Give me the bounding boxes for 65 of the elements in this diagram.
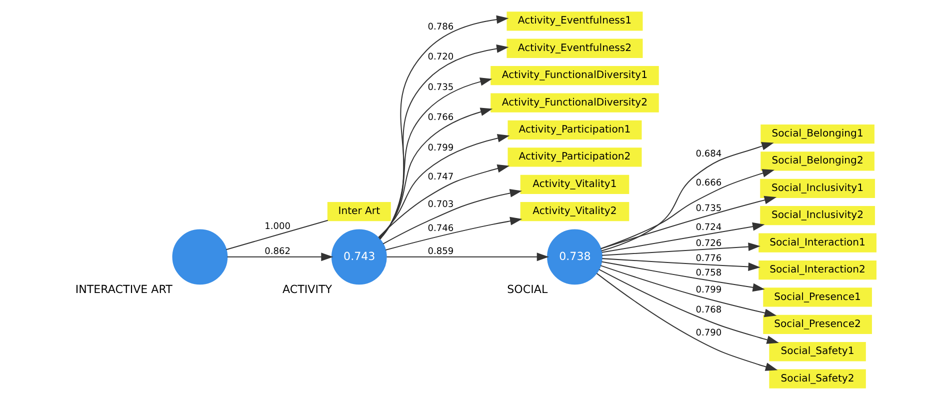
arrow <box>602 261 765 292</box>
node-box: Social_Presence1 <box>763 288 872 307</box>
arrow <box>602 222 765 253</box>
edge-label: 0.768 <box>696 306 722 316</box>
node-box: Activity_Vitality2 <box>520 202 630 222</box>
arrow <box>385 216 522 250</box>
arrow <box>382 188 522 244</box>
node-circle: 0.743 <box>331 229 387 285</box>
arrow <box>378 134 510 238</box>
edge-label: 0.799 <box>428 143 454 154</box>
node-label: INTERACTIVE ART <box>75 282 172 296</box>
edge-label: 0.786 <box>428 22 454 32</box>
edge-label: 0.790 <box>696 328 722 339</box>
edge-label: 0.735 <box>428 82 454 93</box>
node-box: Social_Safety2 <box>769 369 866 388</box>
node-box: Social_Belonging1 <box>760 124 874 144</box>
edge-label: 1.000 <box>264 222 290 232</box>
node-box: Activity_Eventfulness2 <box>506 38 643 58</box>
edge-label: 0.862 <box>264 247 290 258</box>
edge-label: 0.758 <box>696 268 722 278</box>
edge-label: 0.684 <box>696 149 722 160</box>
arrow <box>602 258 760 271</box>
node-box: Social_Inclusivity2 <box>760 206 875 226</box>
arrow <box>602 242 760 256</box>
edge-label: 0.735 <box>696 204 722 214</box>
arrow <box>227 252 334 262</box>
node-box: Activity_Eventfulness1 <box>506 12 643 31</box>
node-box: Activity_Participation2 <box>508 148 642 167</box>
node-box: Social_Inclusivity1 <box>760 178 875 198</box>
edge-label: 0.666 <box>696 178 722 189</box>
arrow <box>600 196 777 250</box>
edge-label: 0.747 <box>428 172 454 183</box>
node-box: Social_Presence2 <box>763 314 872 334</box>
edge-label: 0.766 <box>428 113 454 124</box>
arrow <box>379 78 492 240</box>
connector <box>226 220 328 250</box>
node-box: Activity_FunctionalDiversity1 <box>490 66 659 86</box>
arrow <box>600 265 777 318</box>
edge-label: 0.703 <box>428 200 454 210</box>
node-box: Activity_Participation1 <box>508 120 642 140</box>
node-box: Social_Safety1 <box>769 342 866 362</box>
edge-label: 0.799 <box>696 285 722 296</box>
node-box: Social_Interaction2 <box>758 260 876 280</box>
edge-label: 0.726 <box>696 239 722 250</box>
node-box: Activity_Vitality1 <box>520 174 630 194</box>
node-circle <box>172 229 228 285</box>
node-box: Social_Interaction1 <box>758 233 876 252</box>
edge-label: 0.776 <box>696 254 722 264</box>
node-label: SOCIAL <box>507 282 548 296</box>
edge-label: 0.720 <box>428 52 454 63</box>
node-circle: 0.738 <box>547 229 602 285</box>
edge-label: 0.724 <box>696 222 722 233</box>
arrow <box>386 252 549 262</box>
node-label: ACTIVITY <box>282 282 332 296</box>
edge-label: 0.859 <box>428 247 454 258</box>
node-box: Social_Belonging2 <box>760 152 874 171</box>
arrow <box>601 142 774 252</box>
node-box: Inter Art <box>327 202 391 222</box>
edge-label: 0.746 <box>428 224 454 234</box>
node-box: Activity_FunctionalDiversity2 <box>490 93 659 112</box>
arrow <box>600 169 774 250</box>
arrow <box>378 164 510 238</box>
arrow <box>379 108 493 239</box>
arrow <box>596 273 778 371</box>
arrow <box>598 269 779 344</box>
